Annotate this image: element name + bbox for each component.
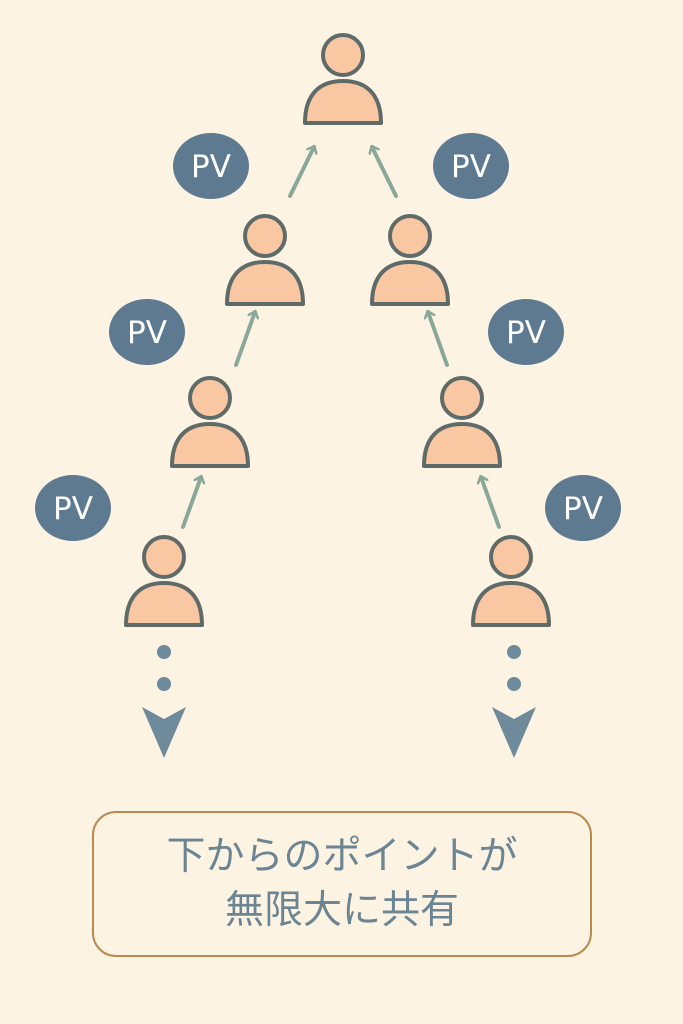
person-icon xyxy=(471,535,551,627)
person-nodes xyxy=(124,33,551,627)
arrow-up-icon xyxy=(481,477,501,529)
pv-badge: PV xyxy=(433,133,509,199)
arrow-up-icon xyxy=(372,147,398,198)
pv-badge-label: PV xyxy=(563,491,603,527)
pv-badges: PV PV PV PV PV PV xyxy=(35,133,621,541)
ellipsis-dots xyxy=(507,645,521,691)
pv-badge: PV xyxy=(173,133,249,199)
person-icon xyxy=(422,376,502,468)
person-icon xyxy=(225,214,305,306)
arrow-up-icon xyxy=(234,312,255,367)
pv-badge-label: PV xyxy=(127,315,167,351)
arrow-down-icon xyxy=(492,707,536,758)
pv-badge-label: PV xyxy=(191,149,231,185)
pv-badge-label: PV xyxy=(506,315,546,351)
connection-arrows xyxy=(181,147,501,529)
pv-badge: PV xyxy=(109,299,185,365)
pv-badge: PV xyxy=(488,299,564,365)
caption-line-1: 下からのポイントが xyxy=(166,834,518,879)
arrow-up-icon xyxy=(428,312,449,367)
pv-badge: PV xyxy=(545,475,621,541)
continuation-markers xyxy=(142,645,536,758)
person-icon xyxy=(170,376,250,468)
arrow-down-icon xyxy=(142,707,186,758)
arrow-up-icon xyxy=(181,477,201,529)
person-icon xyxy=(303,33,383,125)
pv-badge-label: PV xyxy=(451,149,491,185)
pv-badge-label: PV xyxy=(53,491,93,527)
ellipsis-dots xyxy=(157,645,171,691)
arrow-up-icon xyxy=(288,147,314,198)
caption-line-2: 無限大に共有 xyxy=(224,888,459,933)
person-icon xyxy=(124,535,204,627)
caption-box: 下からのポイントが 無限大に共有 xyxy=(92,811,592,957)
person-icon xyxy=(370,214,450,306)
pv-badge: PV xyxy=(35,475,111,541)
